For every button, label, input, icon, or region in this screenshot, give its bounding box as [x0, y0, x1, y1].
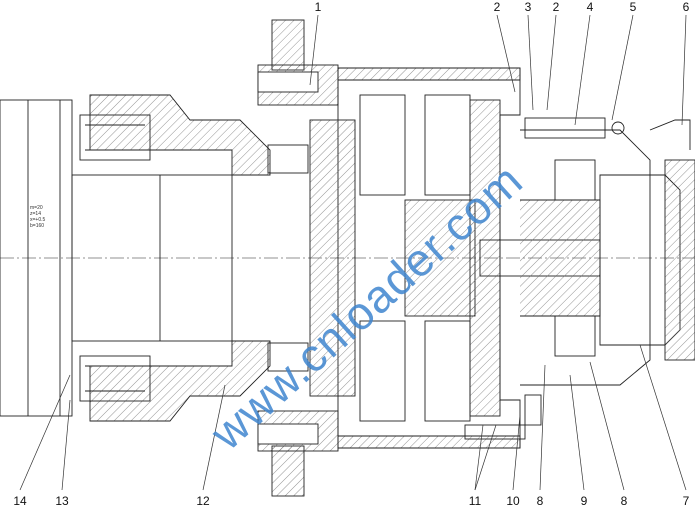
- brake-disc-top: [554, 159, 596, 201]
- callout-2: 2: [493, 0, 501, 14]
- callout-8: 8: [536, 494, 544, 508]
- flange-top: [271, 19, 305, 71]
- ring-eye: [611, 121, 625, 135]
- bolt-11: [464, 424, 526, 440]
- brake-housing: [520, 199, 601, 317]
- planet-gear-bottom: [359, 320, 406, 422]
- bearing-small-bottom: [267, 342, 309, 372]
- callout-1: 1: [314, 0, 322, 14]
- planet-carrier: [404, 199, 476, 317]
- shaft-body: [71, 174, 233, 342]
- plug-5: [524, 117, 606, 139]
- spec-width: b=160: [30, 223, 45, 229]
- planet-gear-top: [359, 94, 406, 196]
- callout-3: 3: [524, 0, 532, 14]
- motor-adapter: [520, 129, 651, 386]
- hub-housing-top: [89, 94, 271, 176]
- sun-carrier: [309, 119, 356, 397]
- bolt-10: [524, 394, 542, 426]
- bearing-small-top: [267, 144, 309, 174]
- fitting-6: [649, 119, 691, 150]
- callout-8b: 8: [620, 494, 628, 508]
- callout-4: 4: [586, 0, 594, 14]
- leader-lines: [19, 14, 687, 491]
- callout-2b: 2: [552, 0, 560, 14]
- callout-11: 11: [468, 494, 482, 508]
- spec-module: m=20: [30, 205, 43, 211]
- bolt-1-bottom: [257, 423, 319, 445]
- callout-7: 7: [682, 494, 690, 508]
- callout-14: 14: [13, 494, 27, 508]
- bearing-top: [79, 114, 151, 161]
- callout-10: 10: [506, 494, 520, 508]
- callout-6: 6: [682, 0, 690, 14]
- callout-5: 5: [629, 0, 637, 14]
- brake-disc-bottom: [554, 315, 596, 357]
- flange-bottom: [271, 445, 305, 497]
- ring-gear: [469, 99, 501, 417]
- planet-gear-2-top: [424, 94, 471, 196]
- spec-shift: x=+0.5: [30, 217, 46, 223]
- callout-12: 12: [196, 494, 210, 508]
- bearing-bottom: [79, 355, 151, 402]
- spec-teeth: z=14: [30, 211, 41, 217]
- callout-13: 13: [55, 494, 69, 508]
- gear-spec-text: m=20 z=14 x=+0.5 b=160: [30, 205, 45, 229]
- callout-9: 9: [580, 494, 588, 508]
- planet-gear-2-bottom: [424, 320, 471, 422]
- bolt-1-top: [257, 71, 319, 93]
